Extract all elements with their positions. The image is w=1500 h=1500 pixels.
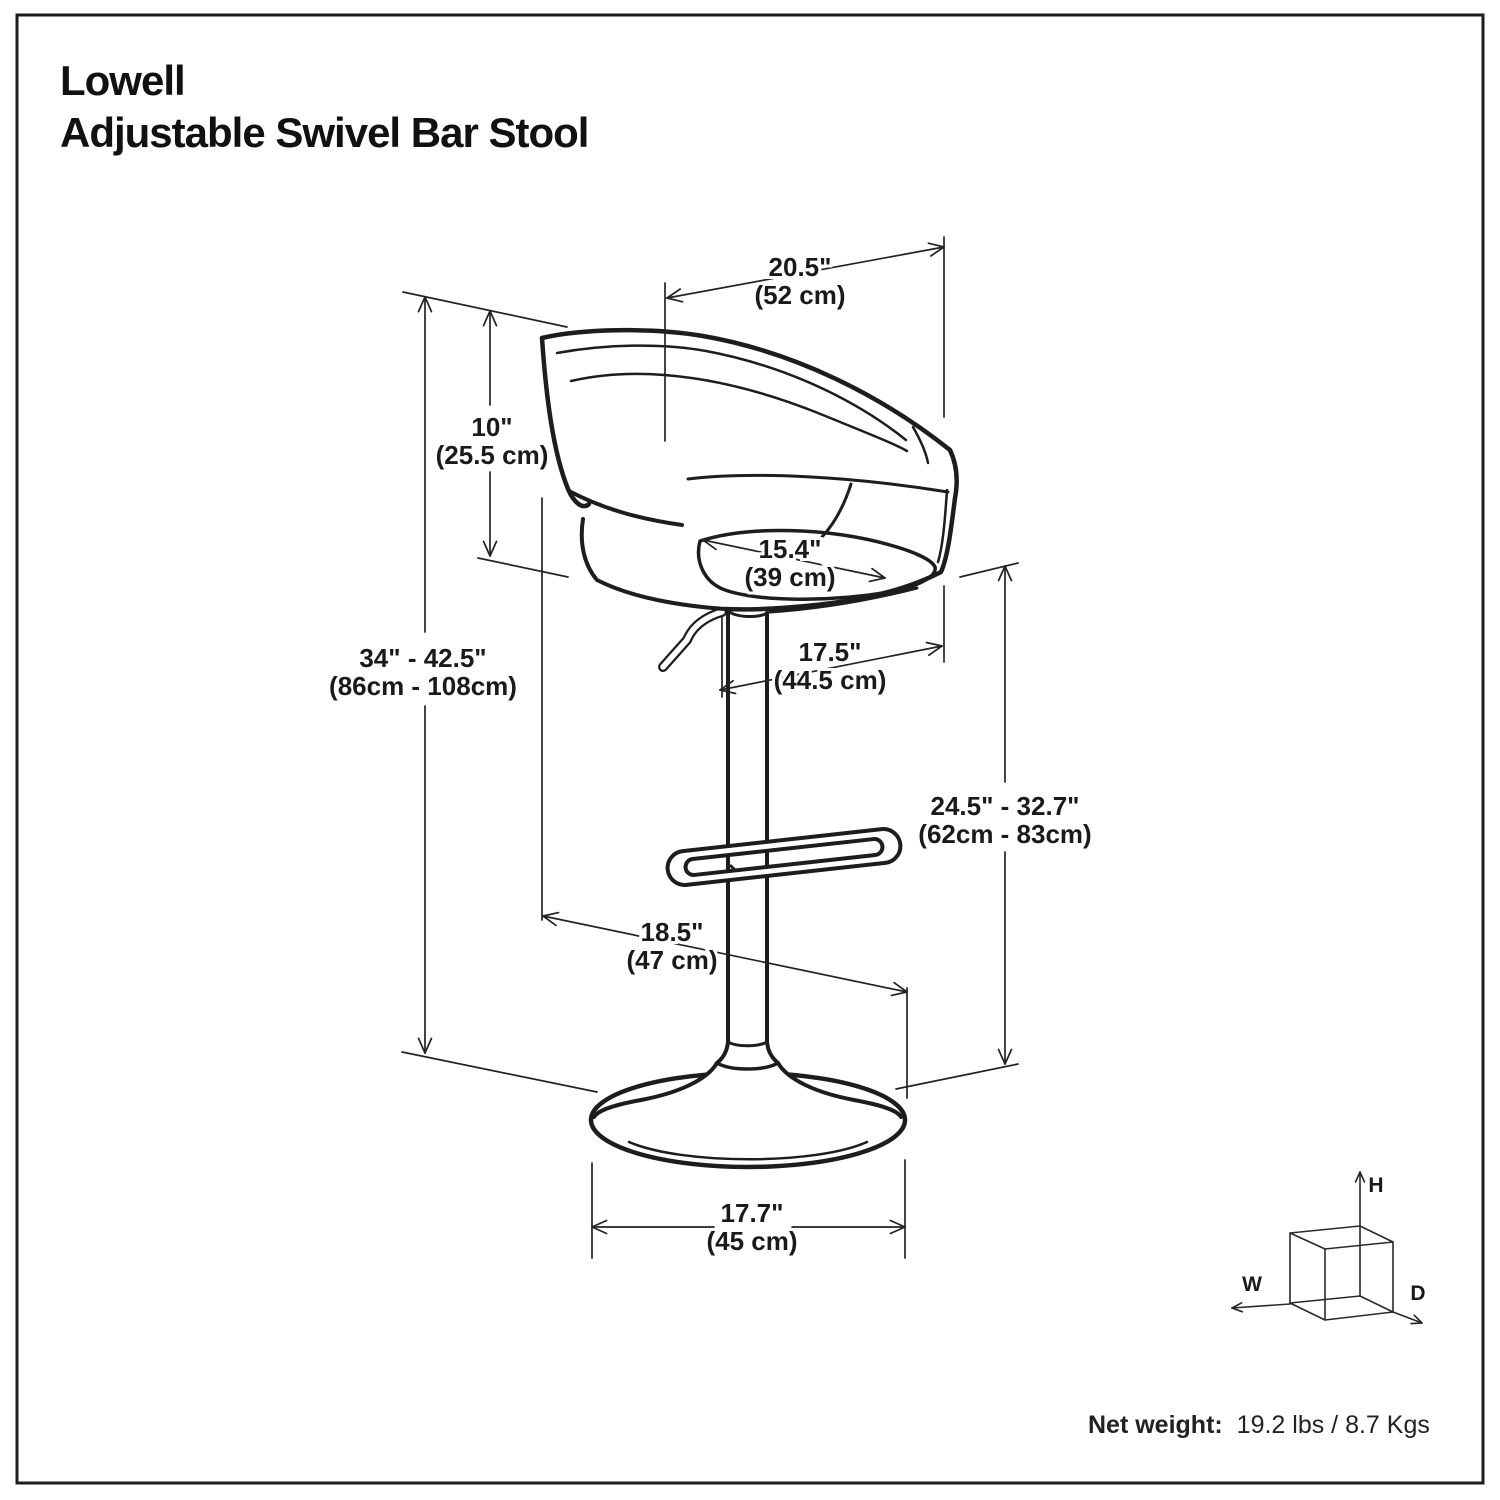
arrowhead <box>417 296 426 313</box>
arrowhead <box>1004 1048 1013 1065</box>
arrowhead <box>927 242 945 248</box>
page-title: Lowell Adjustable Swivel Bar Stool <box>60 57 589 156</box>
arrowhead <box>890 991 908 997</box>
arrowhead <box>928 645 943 657</box>
arrowhead <box>868 577 886 583</box>
arrowhead <box>591 1226 608 1235</box>
dim-label: 24.5" - 32.7" <box>931 791 1080 821</box>
depth-axis-label: D <box>1410 1282 1425 1305</box>
arrowhead <box>489 540 498 557</box>
dim-seat-depth: 15.4" (39 cm) <box>702 531 886 595</box>
dim-label: 17.7" <box>721 1198 784 1228</box>
arrowhead <box>1004 565 1013 582</box>
footrest-ring <box>665 827 903 887</box>
dim-label: (62cm - 83cm) <box>918 819 1091 849</box>
dim-label: 20.5" <box>769 252 832 282</box>
dim-label: (47 cm) <box>626 945 717 975</box>
arrowhead <box>489 310 498 327</box>
arrowhead <box>482 540 491 557</box>
arrowhead <box>929 246 945 257</box>
arrowhead <box>997 565 1006 582</box>
seat-shell <box>539 327 959 614</box>
seat-cushion <box>696 528 937 602</box>
arrowhead <box>719 689 737 695</box>
page-border <box>15 13 1485 1485</box>
arrowhead <box>719 679 734 691</box>
arrowhead <box>871 567 886 579</box>
dim-label: 10" <box>471 412 512 442</box>
orientation-cube-icon: H W D <box>1231 1171 1426 1324</box>
dim-backrest-height: 10" (25.5 cm) <box>402 291 569 578</box>
net-weight-label: Net weight: <box>1088 1411 1223 1439</box>
dim-seat-overall-depth: 17.5" (44.5 cm) <box>719 585 945 698</box>
dimension-arrowheads <box>417 242 1423 1325</box>
product-type: Adjustable Swivel Bar Stool <box>60 109 588 156</box>
net-weight: Net weight: 19.2 lbs / 8.7 Kgs <box>1088 1411 1430 1439</box>
dim-footprint-depth: 18.5" (47 cm) <box>541 497 908 1099</box>
arrowhead <box>702 539 717 551</box>
dim-label: (39 cm) <box>744 562 835 592</box>
width-axis-label: W <box>1242 1273 1262 1296</box>
dim-base-width: 17.7" (45 cm) <box>591 1159 906 1259</box>
trumpet-base <box>588 1040 908 1170</box>
arrowhead <box>424 1037 433 1054</box>
dim-label: 34" - 42.5" <box>359 643 486 673</box>
product-name: Lowell <box>60 57 185 104</box>
dim-label: (45 cm) <box>706 1226 797 1256</box>
arrowhead <box>997 1048 1006 1065</box>
dim-overall-height: 34" - 42.5" (86cm - 108cm) <box>326 296 598 1093</box>
arrowhead <box>893 981 908 993</box>
dim-seat-height-range: 24.5" - 32.7" (62cm - 83cm) <box>895 562 1095 1090</box>
height-axis-label: H <box>1368 1174 1383 1197</box>
arrowhead <box>482 310 491 327</box>
arrowhead <box>889 1226 906 1235</box>
dimension-annotations: 20.5" (52 cm) 10" (25.5 cm) 34" - 42.5" … <box>326 236 1423 1325</box>
arrowhead <box>424 296 433 313</box>
arrowhead <box>542 915 557 927</box>
arrowhead <box>925 641 943 647</box>
dim-label: (52 cm) <box>754 280 845 310</box>
dim-label: (25.5 cm) <box>436 440 549 470</box>
dim-label: (44.5 cm) <box>774 665 887 695</box>
arrowhead <box>666 288 682 299</box>
dim-seat-width: 20.5" (52 cm) <box>664 236 945 442</box>
arrowhead <box>702 535 720 541</box>
net-weight-value: 19.2 lbs / 8.7 Kgs <box>1237 1411 1430 1439</box>
arrowhead <box>591 1219 608 1228</box>
adjustment-lever <box>658 607 727 672</box>
depth-axis <box>1392 1311 1423 1324</box>
dim-label: (86cm - 108cm) <box>329 671 517 701</box>
dim-label: 17.5" <box>799 637 862 667</box>
arrowhead <box>889 1219 906 1228</box>
dim-label: 15.4" <box>759 534 822 564</box>
dim-label: 18.5" <box>641 917 704 947</box>
arrowhead <box>542 911 560 917</box>
arrowhead <box>666 297 684 303</box>
bar-stool-drawing <box>539 327 959 1170</box>
width-axis <box>1231 1303 1291 1309</box>
arrowhead <box>417 1037 426 1054</box>
